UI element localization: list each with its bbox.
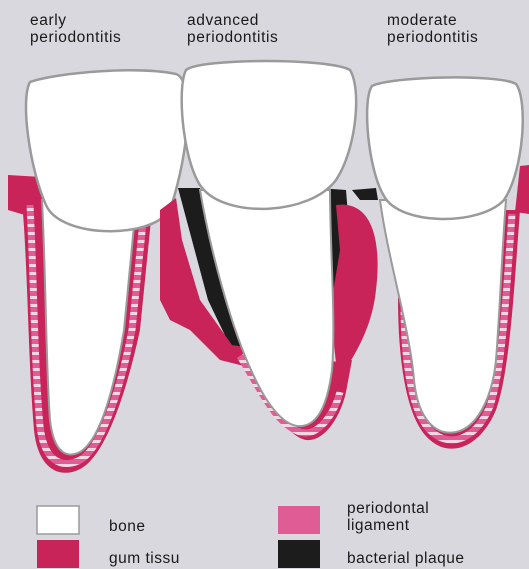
stage-label-early: early periodontitis [30, 12, 121, 46]
legend-swatch-periodontal-ligament [278, 506, 320, 534]
legend-swatch-gum-tissue [37, 540, 79, 568]
legend-label-bone: bone [109, 518, 145, 535]
early-crown [26, 70, 187, 231]
moderate-plaque [352, 188, 378, 200]
stage-label-advanced: advanced periodontitis [187, 12, 278, 46]
legend-label-bacterial-plaque: bacterial plaque [347, 550, 464, 567]
moderate-crown [367, 77, 523, 219]
stage-label-moderate: moderate periodontitis [387, 12, 478, 46]
early-root [42, 200, 136, 454]
advanced-crown [182, 61, 356, 209]
legend-swatch-bacterial-plaque [278, 540, 320, 568]
legend-label-gum-tissue: gum tissu [109, 550, 180, 567]
legend-swatch-bone [37, 506, 79, 534]
legend-label-periodontal-ligament: periodontal ligament [347, 500, 429, 534]
